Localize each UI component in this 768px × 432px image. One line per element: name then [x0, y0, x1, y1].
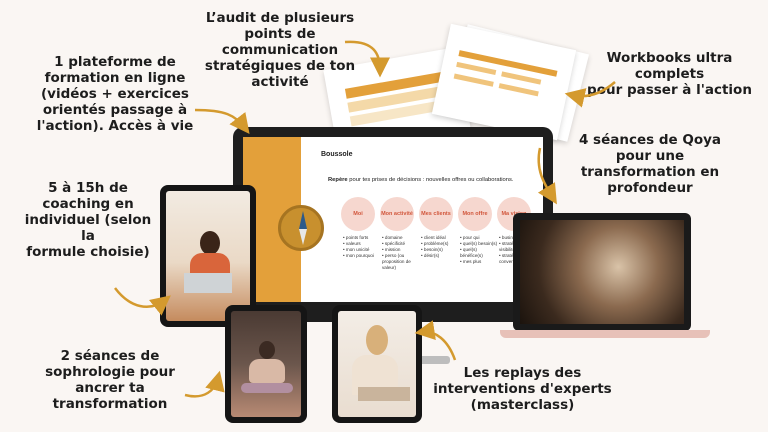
- arrow-sophrologie: [184, 370, 225, 398]
- caption-qoya: 4 séances de Qoya pour une transformatio…: [578, 132, 722, 196]
- desktop-monitor: Boussole Repère pour tes prises de décis…: [233, 127, 553, 322]
- caption-audit: L’audit de plusieurs points de communica…: [204, 10, 356, 90]
- replays-tablet: [332, 305, 422, 423]
- slide-title: Boussole: [321, 151, 353, 158]
- masterclass-photo: [338, 311, 416, 417]
- slide-list-offre: pour quiquel(s) besoin(s)quel(s) bénéfic…: [460, 235, 498, 265]
- slide-circle-activite: Mon activité: [380, 197, 414, 231]
- qoya-video-thumbnail: [520, 220, 684, 324]
- slide-list-moi: points fortsvaleursmon unicitémon pourqu…: [343, 235, 381, 259]
- sophrologie-photo: [231, 311, 301, 417]
- slide-subtitle: Repère pour tes prises de décisions : no…: [328, 177, 514, 183]
- slide-list-activite: domainespécificitémissionperso (ou propo…: [382, 235, 420, 271]
- laptop: [513, 213, 691, 331]
- slide-list-clients: client idéalproblème(s)besoin(s)désir(s): [421, 235, 459, 259]
- sophrologie-tablet: [225, 305, 307, 423]
- compass-icon: [278, 205, 324, 251]
- caption-workbooks: Workbooks ultra complets pour passer à l…: [587, 50, 752, 98]
- arrow-coaching: [114, 287, 171, 316]
- coaching-tablet: [160, 185, 256, 327]
- slide-circle-clients: Mes clients: [419, 197, 453, 231]
- laptop-base: [500, 330, 710, 338]
- arrow-plateforme: [194, 108, 250, 134]
- caption-sophrologie: 2 séances de sophrologie pour ancrer ta …: [45, 348, 175, 412]
- caption-coaching: 5 à 15h de coaching en individuel (selon…: [24, 180, 152, 260]
- caption-replays: Les replays des interventions d'experts …: [433, 365, 612, 413]
- course-slide: Boussole Repère pour tes prises de décis…: [243, 137, 543, 302]
- caption-plateforme: 1 plateforme de formation en ligne (vidé…: [36, 54, 194, 134]
- slide-circle-moi: Moi: [341, 197, 375, 231]
- coaching-photo: [166, 191, 250, 321]
- slide-circle-offre: Mon offre: [458, 197, 492, 231]
